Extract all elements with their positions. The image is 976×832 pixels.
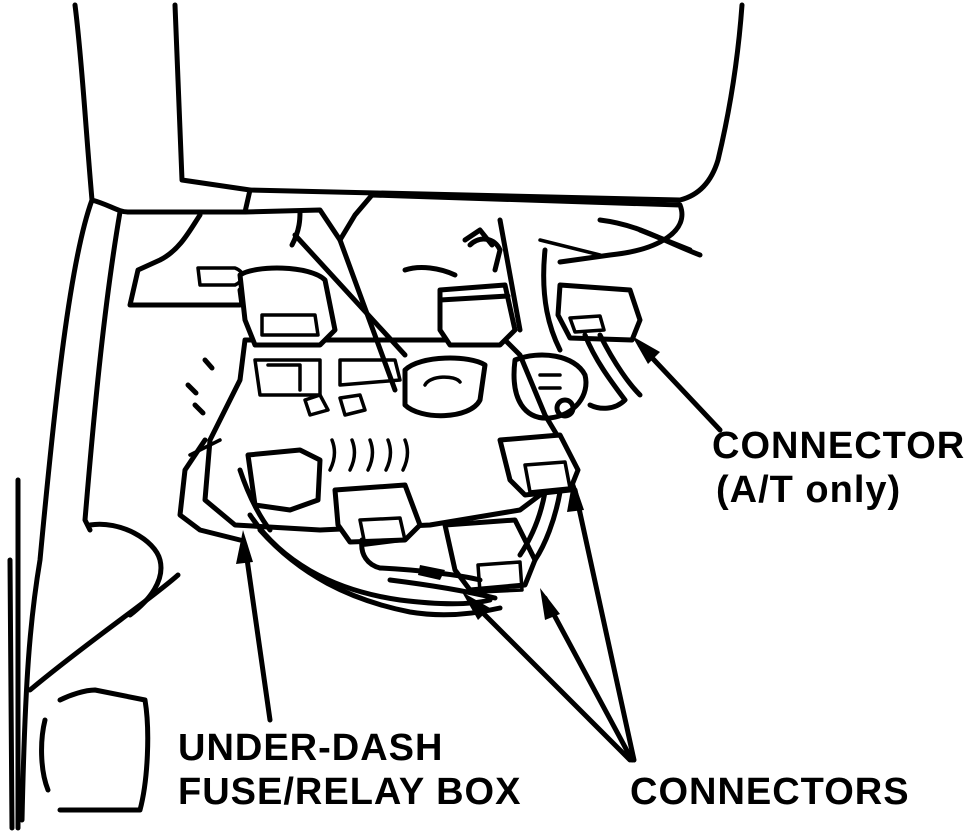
- door-pillar: [7, 2, 181, 831]
- label-fuse-box-line1: UNDER-DASH: [178, 727, 444, 769]
- connector-mid-left: [237, 447, 323, 533]
- leader-arrows: [236, 336, 723, 763]
- connector-lower-middle: [442, 517, 538, 594]
- label-connectors: CONNECTORS: [630, 770, 910, 814]
- dashboard: [125, 2, 745, 265]
- label-connector-at-only: CONNECTOR (A/T only): [712, 424, 965, 512]
- kick-panel: [39, 521, 164, 813]
- wiring-harness: [247, 512, 503, 618]
- connector-top-middle: [402, 227, 518, 348]
- label-connector-at-line1: CONNECTOR: [712, 425, 966, 467]
- fuse-relay-box: [177, 217, 589, 543]
- connector-at-only: [555, 282, 643, 411]
- label-fuse-box-line2: FUSE/RELAY BOX: [178, 771, 522, 813]
- label-under-dash-fuse-relay-box: UNDER-DASH FUSE/RELAY BOX: [178, 726, 521, 814]
- connector-top-left: [237, 265, 338, 348]
- connector-lower-right: [497, 432, 581, 563]
- label-connector-at-line2: (A/T only): [716, 469, 902, 511]
- connector-lower-left: [332, 482, 423, 571]
- label-connectors-text: CONNECTORS: [630, 771, 910, 813]
